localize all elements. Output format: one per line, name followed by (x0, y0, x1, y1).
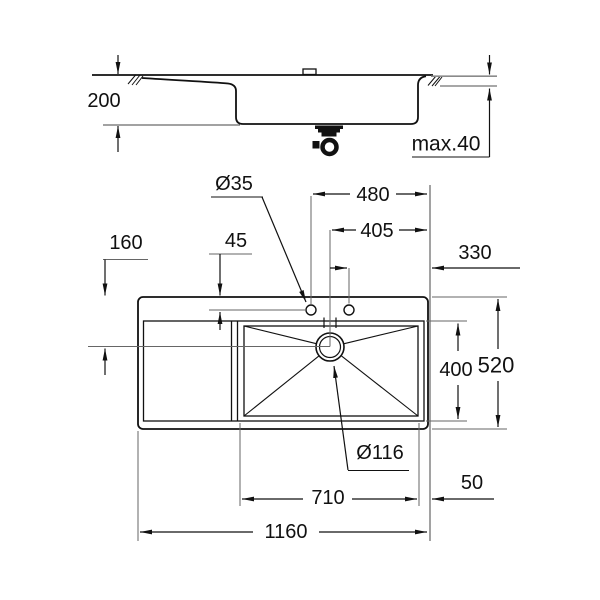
counter-thickness-label: max.40 (412, 133, 481, 156)
basin-area (142, 320, 425, 422)
dim-400: 400 (439, 323, 473, 419)
dim-330-label: 330 (458, 242, 491, 264)
dim-50: 50 (432, 472, 494, 502)
faucet-hole-left (305, 304, 317, 316)
extension-lines (103, 185, 507, 541)
faucet-hole-right (343, 304, 355, 316)
dim-480-label: 480 (356, 184, 389, 206)
dim-dia116-label: Ø116 (356, 442, 403, 464)
dim-160: 160 (102, 232, 143, 375)
dim-45: 45 (217, 230, 247, 330)
dim-1160: 1160 (140, 521, 427, 543)
dim-330: 330 (330, 242, 520, 271)
dim-480: 480 (313, 184, 427, 206)
dim-405-label: 405 (360, 220, 393, 242)
counter-hatch-right (427, 75, 443, 87)
sink-profile (141, 75, 427, 125)
sink-outline (137, 296, 429, 430)
dim-height-200: 200 (87, 55, 121, 152)
drain-trap (312, 125, 343, 157)
counter-hatch-left (127, 74, 144, 86)
plan-view: 480 405 330 45 160 Ø35 (88, 173, 520, 543)
dim-50-label: 50 (461, 472, 483, 494)
dim-dia35-label: Ø35 (215, 173, 253, 195)
dim-400-label: 400 (439, 359, 472, 381)
rim-tab (302, 68, 317, 76)
height-label: 200 (87, 90, 120, 112)
dim-dia35: Ø35 (211, 173, 307, 303)
dim-160-label: 160 (109, 232, 142, 254)
dim-520-label: 520 (478, 353, 515, 378)
dim-520: 520 (478, 299, 515, 427)
dim-45-label: 45 (225, 230, 247, 252)
dim-710-label: 710 (311, 487, 344, 509)
dim-dia116: Ø116 (333, 365, 409, 472)
bowl-diagonals (243, 325, 419, 417)
dim-counter-max40: max.40 (412, 55, 492, 158)
dim-1160-label: 1160 (264, 521, 307, 543)
dim-405: 405 (332, 220, 427, 242)
side-view: 200 max.40 (87, 55, 497, 158)
bowl-inner (243, 325, 419, 417)
dim-710: 710 (242, 487, 417, 509)
